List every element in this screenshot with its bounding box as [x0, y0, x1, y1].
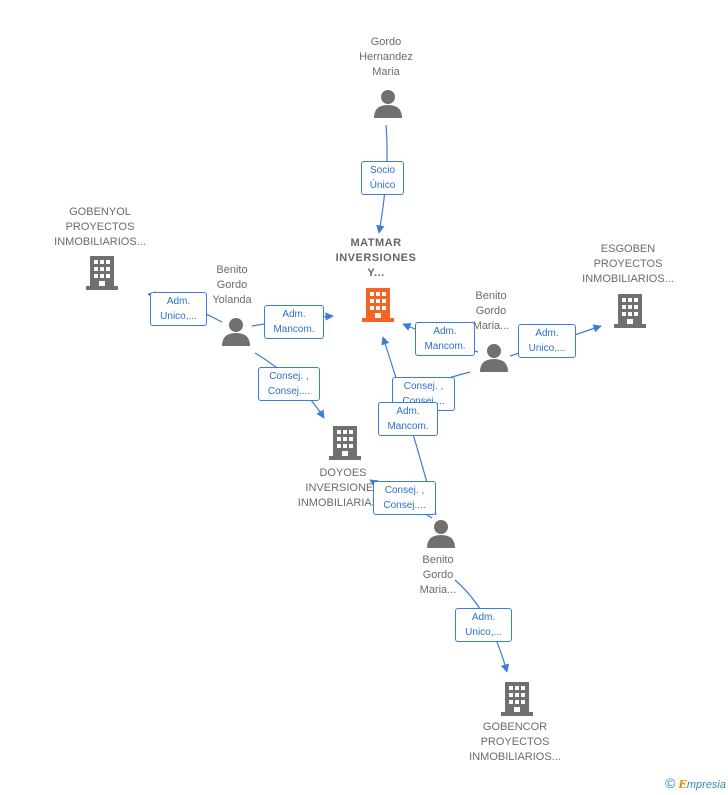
building-icon-gobenyol[interactable]	[86, 254, 118, 290]
edge-label-consej-yolanda-doyoes[interactable]: Consej. , Consej....	[258, 367, 320, 401]
edge-label-consej-maria-bottom-doyoes[interactable]: Consej. , Consej....	[373, 481, 436, 515]
node-label-gordo-hernandez: Gordo Hernandez Maria	[359, 36, 413, 78]
person-icon[interactable]	[426, 518, 456, 548]
node-label-gobencor: GOBENCOR PROYECTOS INMOBILIARIOS...	[469, 721, 561, 763]
building-icon-main[interactable]	[362, 286, 394, 322]
building-icon-gobencor[interactable]	[501, 680, 533, 716]
building-icon-esgoben[interactable]	[614, 292, 646, 328]
edge-label-adm-mancom-yolanda[interactable]: Adm. Mancom.	[264, 305, 324, 339]
node-label-esgoben: ESGOBEN PROYECTOS INMOBILIARIOS...	[582, 243, 674, 285]
edge-label-adm-mancom-maria-right[interactable]: Adm. Mancom.	[415, 322, 475, 356]
edge-label-socio-unico[interactable]: Socio Único	[361, 161, 404, 195]
node-label-benito-yolanda: Benito Gordo Yolanda	[212, 264, 252, 306]
building-icon-doyoes[interactable]	[329, 424, 361, 460]
node-label-gobenyol: GOBENYOL PROYECTOS INMOBILIARIOS...	[54, 206, 146, 248]
edge-label-adm-mancom-maria-bottom[interactable]: Adm. Mancom.	[378, 402, 438, 436]
node-label-matmar: MATMAR INVERSIONES Y...	[335, 237, 417, 279]
edge-label-adm-unico-gobencor[interactable]: Adm. Unico,...	[455, 608, 512, 642]
brand-logo: © Empresia	[665, 775, 726, 791]
node-label-doyoes: DOYOES INVERSIONES INMOBILIARIAS...	[297, 467, 389, 509]
person-icon[interactable]	[479, 342, 509, 372]
person-icon[interactable]	[373, 88, 403, 118]
person-icon[interactable]	[221, 316, 251, 346]
brand-name: mpresia	[686, 779, 726, 791]
node-label-benito-maria-bottom: Benito Gordo Maria...	[419, 554, 457, 596]
edge-label-adm-unico-gobenyol[interactable]: Adm. Unico,...	[150, 292, 207, 326]
copyright-icon: ©	[665, 775, 676, 791]
brand-first-letter: E	[678, 778, 687, 791]
node-label-benito-maria-right: Benito Gordo Maria...	[472, 290, 510, 332]
edge-label-adm-unico-esgoben[interactable]: Adm. Unico,...	[518, 324, 576, 358]
